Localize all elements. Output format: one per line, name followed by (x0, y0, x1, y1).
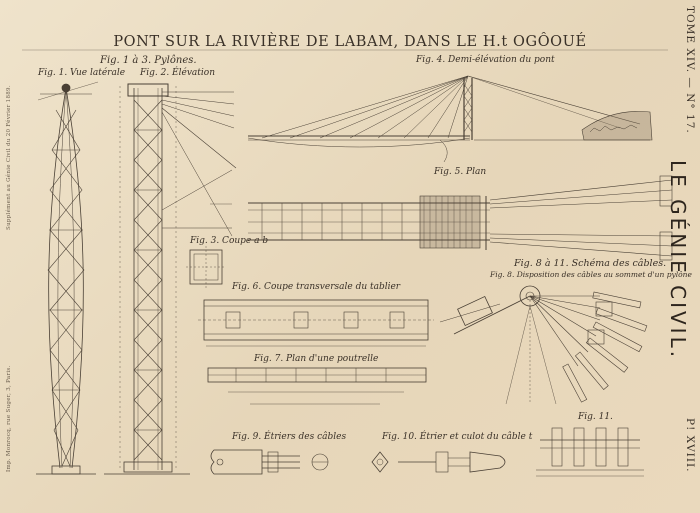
label-fig6: Fig. 6. Coupe transversale du tablier (232, 282, 401, 292)
label-fig8: Fig. 8. Disposition des câbles au sommet… (490, 270, 692, 279)
fig3-section-ab (186, 246, 226, 290)
fig8-cable-head (439, 285, 648, 405)
label-fig8-11: Fig. 8 à 11. Schéma des câbles. (514, 258, 667, 269)
fig2-pylon-elevation (104, 83, 237, 475)
volume-number: TOME XIV. — N° 17. (684, 6, 696, 134)
label-fig5: Fig. 5. Plan (434, 167, 487, 177)
label-fig10: Fig. 10. Étrier et culot du câble t (382, 432, 533, 442)
fig1-pylon-side-view (36, 81, 99, 475)
fig9-cable-stirrups (210, 449, 329, 475)
journal-title: LE GÉNIE CIVIL. (666, 160, 690, 361)
label-fig11: Fig. 11. (578, 412, 613, 422)
label-fig2: Fig. 2. Élévation (140, 68, 215, 78)
plate-title: PONT SUR LA RIVIÈRE DE LABAM, DANS LE H.… (113, 34, 587, 50)
fig6-deck-section (198, 299, 434, 347)
fig7-girder-plan (207, 367, 427, 405)
fig10-stirrup-socket (371, 451, 506, 473)
label-fig7: Fig. 7. Plan d'une poutrelle (254, 354, 379, 364)
label-fig9: Fig. 9. Étriers des câbles (232, 432, 347, 442)
label-fig1-3-pylons: Fig. 1 à 3. Pylônes. (100, 55, 197, 66)
label-fig3: Fig. 3. Coupe a b (190, 236, 269, 246)
fig5-bridge-plan (248, 175, 673, 261)
label-fig1: Fig. 1. Vue latérale (38, 68, 126, 78)
fig11-anchorage (536, 427, 644, 477)
supplement-note: Supplément au Génie Civil du 20 Février … (6, 85, 12, 230)
plate-number: P! XVIII. (684, 418, 696, 473)
label-fig4: Fig. 4. Demi-élévation du pont (416, 55, 555, 65)
printer-note: Imp. Monrocq, rue Suger, 3, Paris. (6, 365, 12, 472)
fig4-bridge-half-elevation (247, 75, 653, 163)
